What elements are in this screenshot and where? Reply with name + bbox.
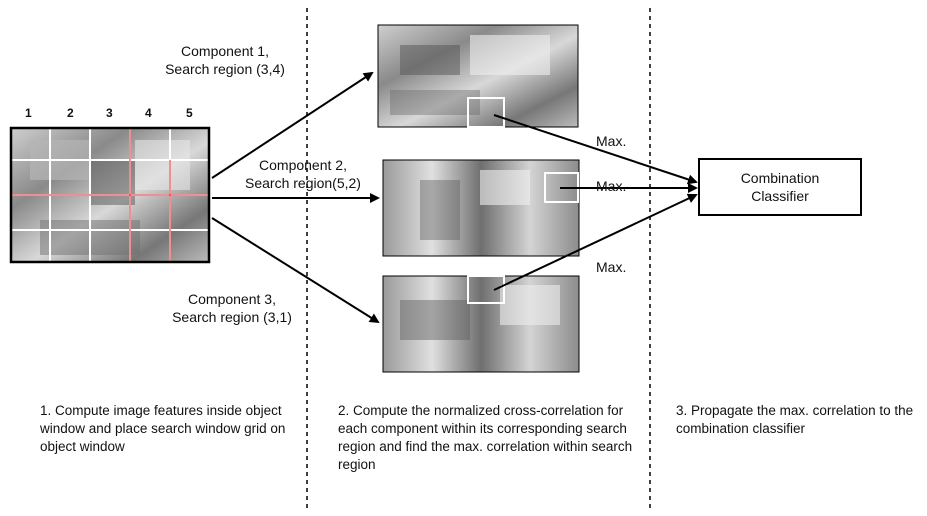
arrow-max-3 [493,193,698,291]
component-3-region: Search region (3,1) [172,309,292,325]
max-window-3 [467,275,505,304]
max-label-2: Max. [596,178,627,194]
classifier-line-2: Classifier [751,188,809,204]
arrow-max-1 [493,114,698,185]
component-1-name: Component 1, [181,43,269,59]
grid-column-label: 3 [106,106,113,120]
step-3-text: 3. Propagate the max. correlation to the… [676,403,914,436]
component-1-region: Search region (3,4) [165,61,285,77]
grid-column-label: 2 [67,106,74,120]
grid-column-label: 5 [186,106,193,120]
grid-column-label: 4 [145,106,152,120]
correlation-map-2 [382,159,580,257]
object-window-image [9,126,211,264]
max-window-1 [467,97,505,128]
component-2-region: Search region(5,2) [245,175,361,191]
arrow-component-3 [211,217,380,324]
component-3-label: Component 3, Search region (3,1) [152,290,312,326]
component-1-label: Component 1, Search region (3,4) [150,42,300,78]
correlation-map-3 [382,275,580,373]
correlation-map-1 [377,24,579,128]
max-label-1: Max. [596,133,627,149]
grid-column-label: 1 [25,106,32,120]
max-label-3: Max. [596,259,627,275]
classifier-line-1: Combination [740,170,820,186]
step-1-text: 1. Compute image features inside object … [40,403,286,454]
arrow-component-1 [211,71,374,179]
component-2-name: Component 2, [259,157,347,173]
component-3-name: Component 3, [188,291,276,307]
step-2-text: 2. Compute the normalized cross-correlat… [338,403,633,472]
component-2-label: Component 2, Search region(5,2) [228,156,378,192]
combination-classifier-box: Combination Classifier [698,158,862,216]
